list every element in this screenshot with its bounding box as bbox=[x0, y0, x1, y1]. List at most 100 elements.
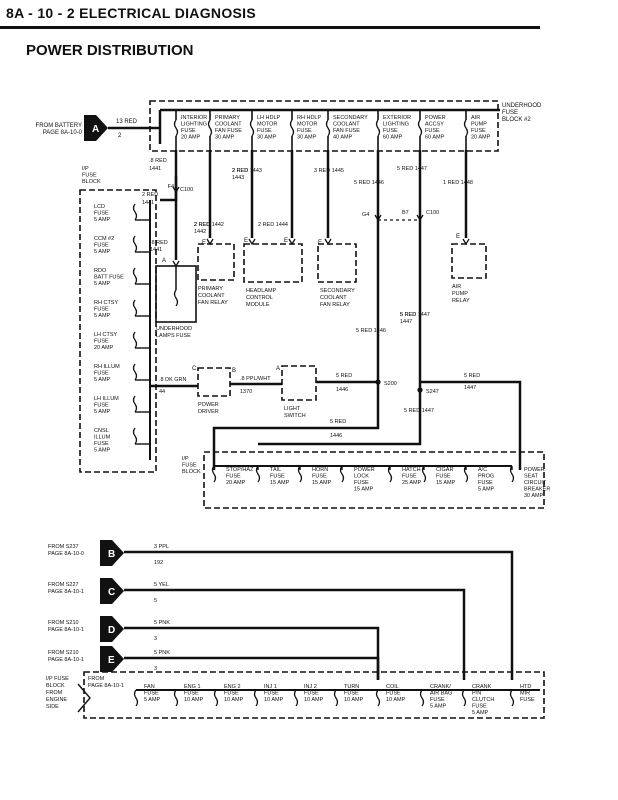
ufb-fuse-label-1: PRIMARY bbox=[215, 115, 240, 121]
ipfb-bot-fuse-3 bbox=[253, 689, 259, 707]
ipfb-bot-fuse-label-5: 10 AMP bbox=[344, 697, 364, 703]
ufb-fuse-label-4: COOLANT bbox=[333, 122, 360, 128]
ipfb-bot-fuse-label-6: 10 AMP bbox=[386, 697, 406, 703]
feed-1-wire-color: 5 YEL bbox=[154, 582, 169, 588]
light-switch-label: LIGHT bbox=[284, 406, 301, 412]
feed-3-flag-letter: E bbox=[108, 655, 115, 666]
ipfb-top-block bbox=[79, 189, 157, 473]
ufb-fuse-0 bbox=[173, 119, 179, 137]
ipfb-top-title: BLOCK bbox=[82, 179, 101, 185]
wire-1370-label: 1370 bbox=[240, 389, 252, 395]
battery-feed-flag-letter: A bbox=[92, 124, 99, 135]
ipfb-mid-fuse-3 bbox=[339, 465, 345, 483]
pcfr-label: FAN RELAY bbox=[198, 300, 228, 306]
ipfb-bot-fuse-label-7: AIR BAG bbox=[430, 691, 452, 697]
feed-2-from: FROM S210 bbox=[48, 620, 79, 626]
ipfb-bot-fuse-label-4: FUSE bbox=[304, 691, 319, 697]
ipfb-top-fuse-3 bbox=[132, 299, 138, 317]
ipfb-bot-fuse-label-4: INJ 2 bbox=[304, 684, 317, 690]
wire-44-label: .8 DK GRN bbox=[159, 377, 187, 383]
ipfb-top-fuse-label-1: FUSE bbox=[94, 243, 109, 249]
ipfb-bot-from: FROM bbox=[88, 676, 105, 682]
ipfb-top-fuse-label-7: 5 AMP bbox=[94, 448, 111, 454]
power-driver-label: POWER bbox=[198, 402, 219, 408]
ipfb-top-title: FUSE bbox=[82, 173, 97, 179]
wire-1447-text: 5 RED 1447 bbox=[397, 166, 427, 172]
ipfb-mid-fuse-label-0: STOP/HAZ bbox=[226, 467, 254, 473]
ufb-fuse-label-0: 20 AMP bbox=[181, 135, 201, 141]
wire-1447-seat bbox=[420, 380, 522, 470]
ufb-fuse-label-4: SECONDARY bbox=[333, 115, 368, 121]
ipfb-bot-fuse-label-0: FUSE bbox=[144, 691, 159, 697]
ipfb-feed-wire-label: 1441 bbox=[142, 200, 154, 206]
ipfb-top-fuse-label-7: FUSE bbox=[94, 441, 109, 447]
feed-3-wire-color: 5 PNK bbox=[154, 650, 170, 656]
feed-0-wire-number: 192 bbox=[154, 560, 163, 566]
lamps-wire-label: .8 RED bbox=[150, 240, 168, 246]
wire-1446-text-b: 5 RED 1446 bbox=[356, 328, 386, 334]
ipfb-bot-fuse-label-2: 10 AMP bbox=[224, 697, 244, 703]
ipfb-top-fuse-label-1: CCM #2 bbox=[94, 236, 114, 242]
ufb-fuse-label-5: 60 AMP bbox=[383, 135, 403, 141]
wire-1446-ipfb bbox=[212, 382, 380, 470]
ipfb-bot-title: I/P FUSE bbox=[46, 676, 69, 682]
ipfb-bot-fuse-7 bbox=[419, 689, 425, 707]
power-driver-conn: C bbox=[192, 366, 197, 372]
ipfb-mid-fuse-label-3: FUSE bbox=[354, 480, 369, 486]
page-title: 8A - 10 - 2 ELECTRICAL DIAGNOSIS bbox=[6, 5, 256, 21]
feed-1-page: PAGE 8A-10-1 bbox=[48, 589, 84, 595]
ipfb-bot-fuse-label-0: 5 AMP bbox=[144, 697, 161, 703]
ufb-fuse-label-1: COOLANT bbox=[215, 122, 242, 128]
wire-1443-label: 2 RED bbox=[232, 168, 248, 174]
ufb-fuse-4 bbox=[325, 119, 331, 137]
ipfb-mid-fuse-label-7: BREAKER bbox=[524, 487, 550, 493]
ipfb-mid-fuse-label-0: FUSE bbox=[226, 474, 241, 480]
section-title: POWER DISTRIBUTION bbox=[26, 42, 194, 59]
ufb-fuse-label-6: POWER bbox=[425, 115, 446, 121]
pcfr-wire-label: 1442 bbox=[194, 229, 206, 235]
ipfb-mid-title: I/P bbox=[182, 456, 189, 462]
ipfb-bot-fuse-5 bbox=[333, 689, 339, 707]
ipfb-bot-fuse-label-9: FUSE bbox=[520, 697, 535, 703]
wire-1447-label: 1447 bbox=[400, 319, 412, 325]
feed-2-flag-letter: D bbox=[108, 625, 115, 636]
wire-1446-ipfb-label: 1446 bbox=[330, 433, 342, 439]
ipfb-top-fuse-label-7: CNSL bbox=[94, 428, 109, 434]
wire-1447-text-b: 5 RED 1447 bbox=[400, 312, 430, 318]
scfr-label: FAN RELAY bbox=[320, 302, 350, 308]
wire-1441-label: 1441 bbox=[149, 166, 161, 172]
ipfb-mid-block bbox=[203, 451, 545, 509]
ufb-fuse-label-6: 60 AMP bbox=[425, 135, 445, 141]
ipfb-bot-fuse-8 bbox=[461, 689, 467, 707]
ipfb-mid-fuse-label-6: 5 AMP bbox=[478, 487, 495, 493]
ipfb-mid-fuse-label-4: FUSE bbox=[402, 474, 417, 480]
ufb-fuse-label-2: LH HDLP bbox=[257, 115, 281, 121]
ipfb-top-fuse-5 bbox=[132, 363, 138, 381]
ipfb-bot-title: BLOCK bbox=[46, 683, 65, 689]
hcm-label: HEADLAMP bbox=[246, 288, 277, 294]
hcm-label: CONTROL bbox=[246, 295, 273, 301]
ipfb-bot-fuse-6 bbox=[375, 689, 381, 707]
ufb-fuse-label-6: ACCSY bbox=[425, 122, 444, 128]
ufb-fuse-2 bbox=[249, 119, 255, 137]
ufb-fuse-label-1: FAN FUSE bbox=[215, 128, 242, 134]
hcm-label: MODULE bbox=[246, 302, 270, 308]
feed-1-flag bbox=[100, 578, 124, 604]
scfr-label: SECONDARY bbox=[320, 288, 355, 294]
pcfr-conn: E bbox=[202, 240, 206, 246]
wire-1447-ipfb bbox=[258, 390, 422, 446]
hcm-wire-text: 2 RED 1444 bbox=[258, 222, 288, 228]
ufb-title: FUSE bbox=[502, 110, 518, 116]
ipfb-bot-fuse-label-7: FUSE bbox=[430, 697, 445, 703]
ipfb-bot-from: PAGE 8A-10-1 bbox=[88, 683, 124, 689]
apr-conn: E bbox=[456, 234, 460, 240]
ipfb-bot-fuse-label-3: FUSE bbox=[264, 691, 279, 697]
ipfb-mid-fuse-label-6: A/C bbox=[478, 467, 487, 473]
wire-1447-ipfb-label: 5 RED 1447 bbox=[404, 408, 434, 414]
ipfb-bot-fuse-label-7: 5 AMP bbox=[430, 704, 447, 710]
ufb-title: BLOCK #2 bbox=[502, 117, 531, 123]
ipfb-top-fuse-1 bbox=[132, 235, 138, 253]
ufb-fuse-6 bbox=[417, 119, 423, 137]
feed-0-from: FROM S237 bbox=[48, 544, 79, 550]
light-switch-conn: A bbox=[276, 366, 280, 372]
